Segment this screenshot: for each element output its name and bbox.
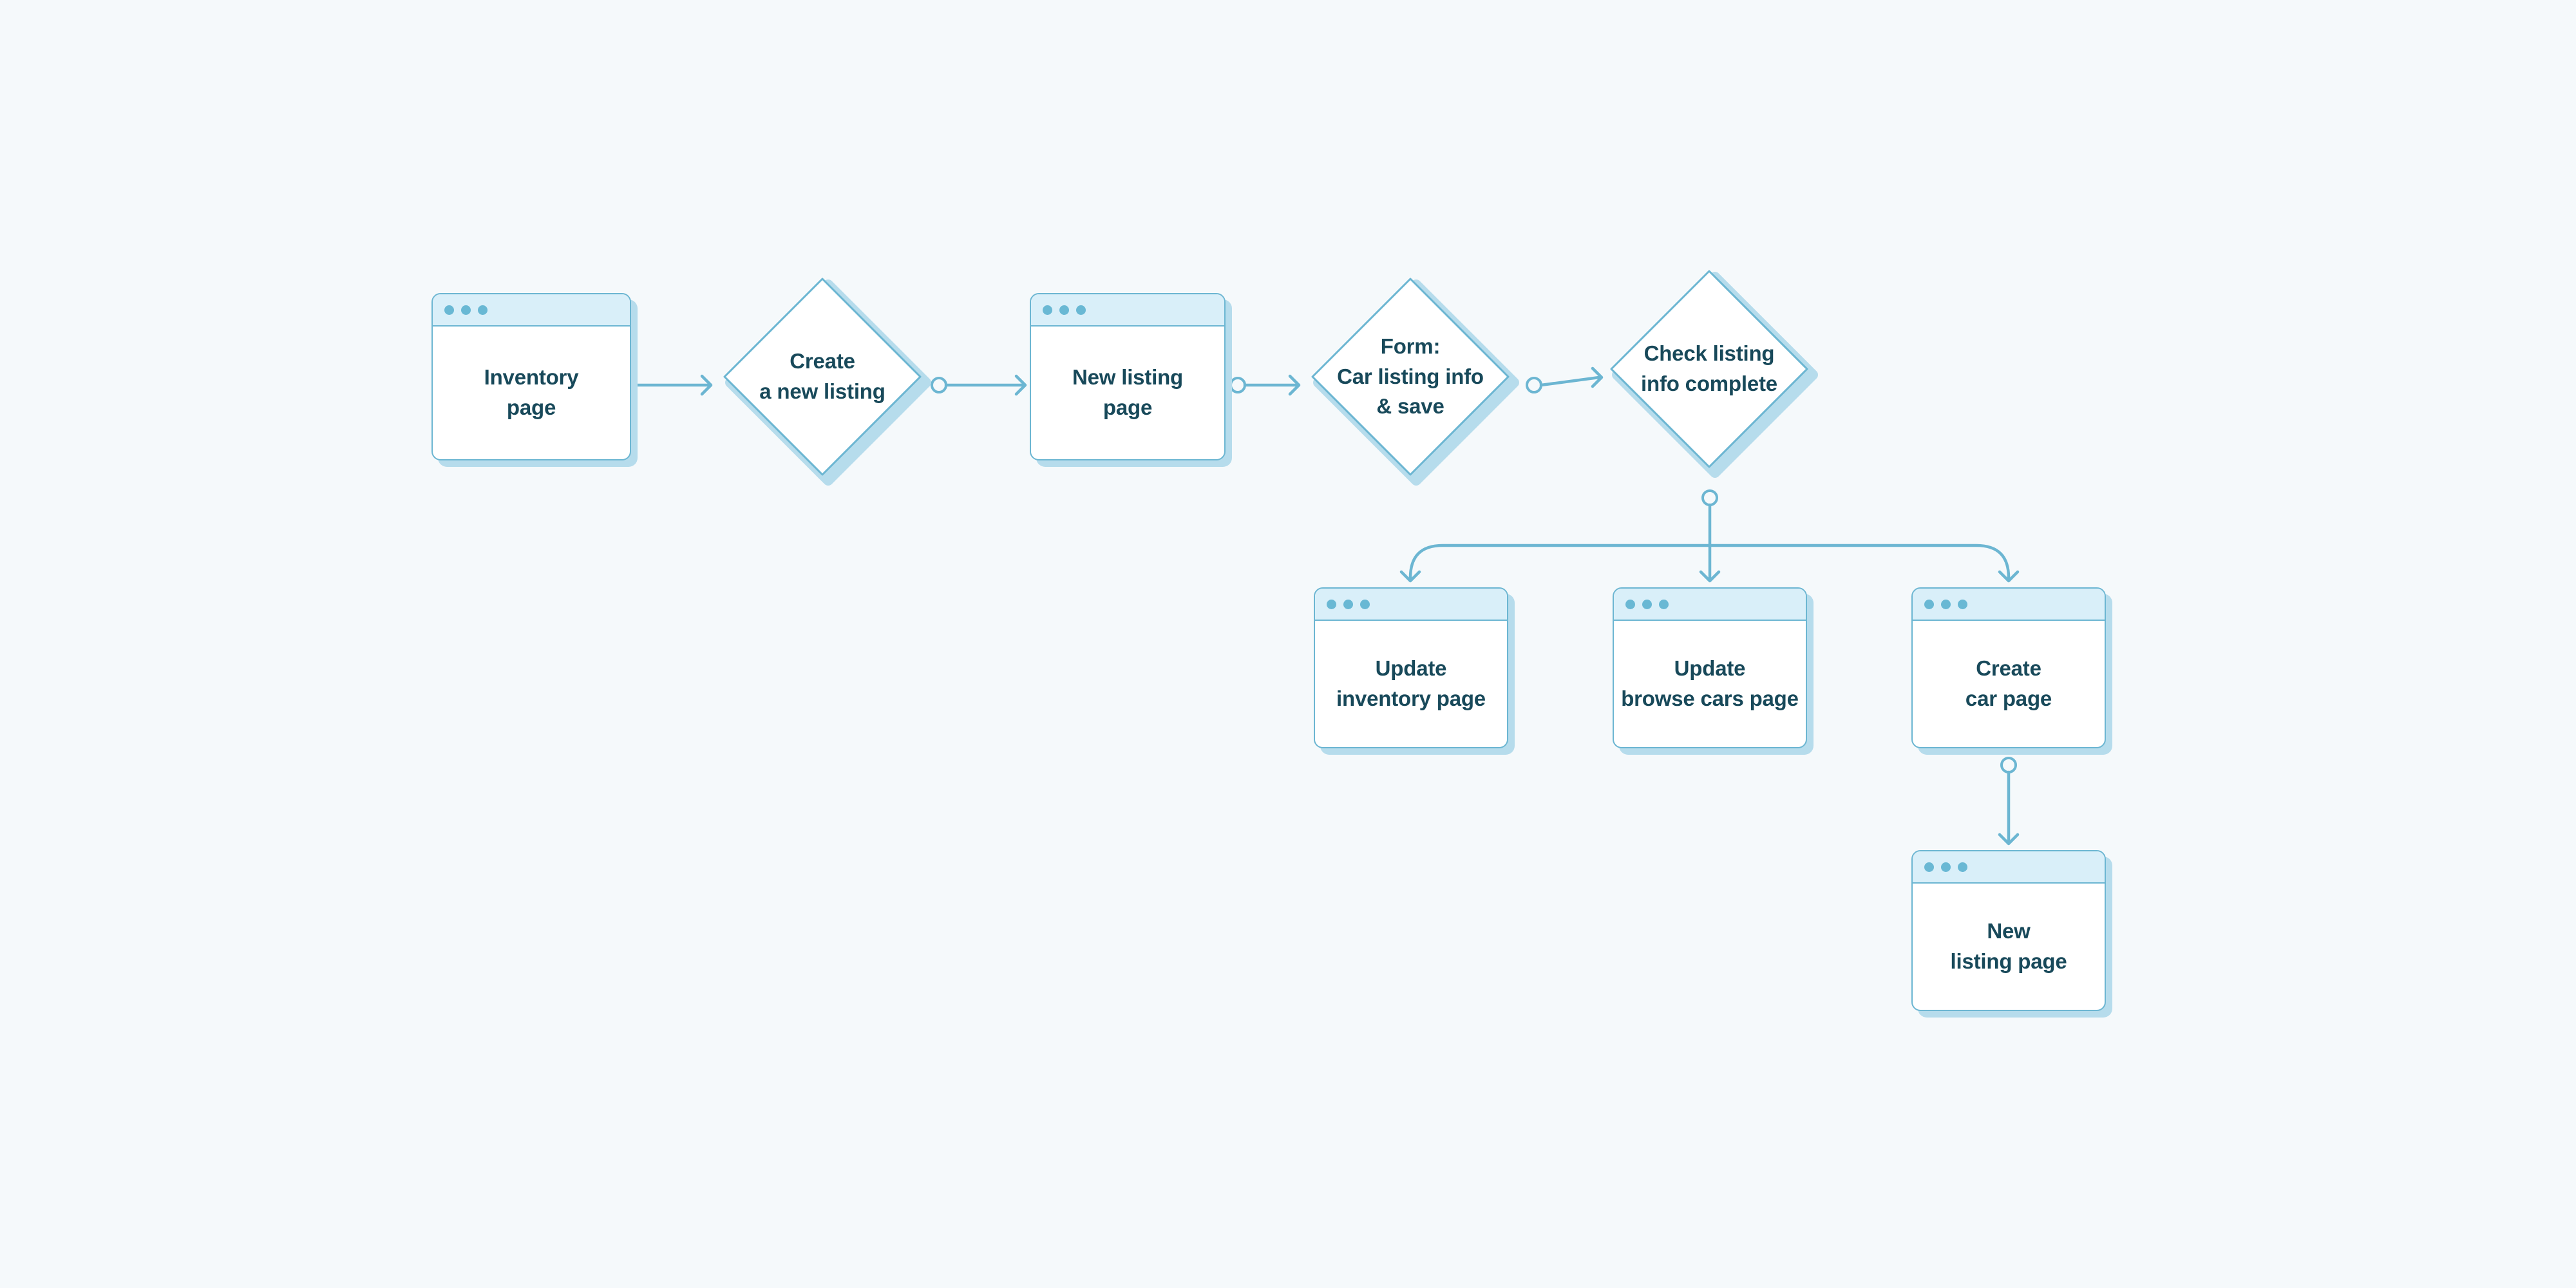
- window-titlebar: [1315, 589, 1507, 621]
- window-titlebar: [1614, 589, 1806, 621]
- node-new-listing-page[interactable]: New listing page: [1030, 293, 1232, 467]
- diamond-frame: [1311, 278, 1510, 476]
- node-update-browse-cars-page[interactable]: Update browse cars page: [1613, 587, 1814, 755]
- window-frame: New listing page: [1030, 293, 1226, 460]
- window-dot-icon: [1059, 305, 1069, 315]
- window-titlebar: [1913, 589, 2105, 621]
- window-body: Update inventory page: [1315, 621, 1507, 747]
- edge-check-trunk: [1701, 489, 1719, 581]
- window-frame: New listing page: [1911, 850, 2106, 1011]
- window-dot-icon: [461, 305, 471, 315]
- window-body: Update browse cars page: [1614, 621, 1806, 747]
- node-new-listing-page-final[interactable]: New listing page: [1911, 850, 2112, 1018]
- window-dot-icon: [1924, 862, 1934, 872]
- window-titlebar: [1031, 294, 1224, 327]
- node-label: Form: Car listing info & save: [1337, 334, 1484, 419]
- window-frame: Update browse cars page: [1613, 587, 1807, 748]
- node-create-a-new-listing[interactable]: Create a new listing: [719, 274, 931, 486]
- node-label: Update inventory page: [1336, 656, 1486, 710]
- window-dot-icon: [1659, 599, 1669, 609]
- edge-check-to-create-car: [1708, 544, 2018, 581]
- edge-form-to-check: [1526, 368, 1602, 393]
- window-body: New listing page: [1031, 327, 1224, 459]
- window-frame: Create car page: [1911, 587, 2106, 748]
- node-check-listing-info-complete[interactable]: Check listing info complete: [1606, 266, 1818, 478]
- window-dot-icon: [1958, 599, 1967, 609]
- window-titlebar: [433, 294, 630, 327]
- window-dot-icon: [1642, 599, 1652, 609]
- window-dot-icon: [1327, 599, 1336, 609]
- window-dot-icon: [1941, 599, 1951, 609]
- node-label: Inventory page: [484, 365, 579, 419]
- window-body: Inventory page: [433, 327, 630, 459]
- window-dot-icon: [444, 305, 454, 315]
- node-label: New listing page: [1072, 365, 1183, 419]
- window-dot-icon: [1625, 599, 1635, 609]
- edge-create-car-to-new-listing-final: [2000, 757, 2018, 844]
- node-update-inventory-page[interactable]: Update inventory page: [1314, 587, 1515, 755]
- edge-create-to-new-listing: [931, 376, 1025, 394]
- window-dot-icon: [1958, 862, 1967, 872]
- window-titlebar: [1913, 851, 2105, 884]
- edge-check-to-update-inventory: [1401, 544, 1712, 581]
- window-dot-icon: [1076, 305, 1086, 315]
- window-frame: Update inventory page: [1314, 587, 1508, 748]
- node-label: Check listing info complete: [1641, 341, 1777, 395]
- diamond-text-wrap: Check listing info complete: [1606, 266, 1812, 472]
- window-dot-icon: [1043, 305, 1052, 315]
- node-label: Create car page: [1965, 656, 2052, 710]
- diamond-frame: [1610, 270, 1808, 468]
- window-dot-icon: [478, 305, 488, 315]
- node-create-car-page[interactable]: Create car page: [1911, 587, 2112, 755]
- window-dot-icon: [1360, 599, 1370, 609]
- node-inventory-page[interactable]: Inventory page: [431, 293, 638, 467]
- window-dot-icon: [1941, 862, 1951, 872]
- node-label: Update browse cars page: [1621, 656, 1799, 710]
- window-body: Create car page: [1913, 621, 2105, 747]
- window-dot-icon: [1343, 599, 1353, 609]
- diamond-text-wrap: Form: Car listing info & save: [1307, 274, 1513, 480]
- window-dot-icon: [1924, 599, 1934, 609]
- window-body: New listing page: [1913, 884, 2105, 1010]
- node-label: New listing page: [1950, 919, 2067, 973]
- node-label: Create a new listing: [759, 349, 886, 403]
- edge-new-listing-to-form: [1229, 376, 1299, 394]
- window-frame: Inventory page: [431, 293, 631, 460]
- diamond-frame: [723, 278, 922, 476]
- node-form-car-listing-info-save[interactable]: Form: Car listing info & save: [1307, 274, 1519, 486]
- diamond-text-wrap: Create a new listing: [719, 274, 925, 480]
